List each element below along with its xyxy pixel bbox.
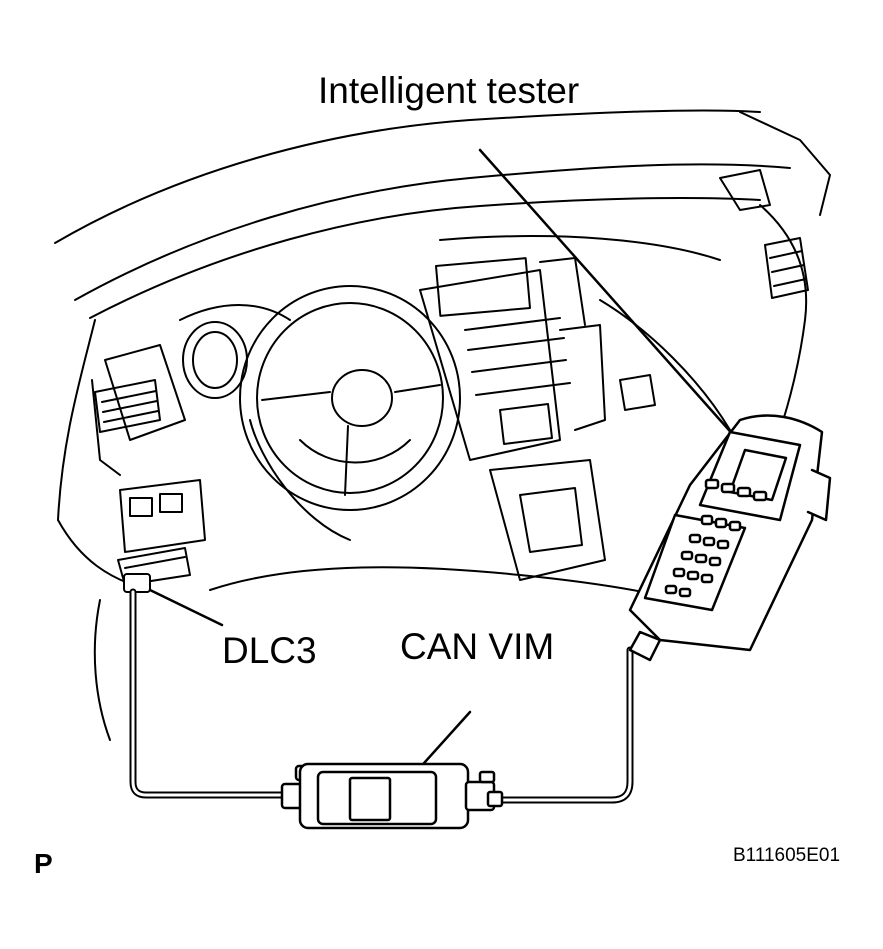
view-mark-label: P [34, 848, 53, 879]
lower-dash-panel [117, 479, 206, 586]
can-vim-label: CAN VIM [400, 626, 555, 667]
instrument-cluster [179, 304, 291, 399]
cable-vim-tester [496, 646, 634, 804]
can-vim-module [280, 762, 504, 830]
center-console [419, 257, 606, 461]
dashboard-outline [54, 109, 831, 741]
dlc3-plug [123, 573, 151, 593]
steering-wheel [239, 285, 461, 511]
air-vents [94, 237, 809, 433]
intelligent-tester-device [628, 414, 832, 662]
cable-dlc3-vim [129, 588, 286, 799]
dlc3-label: DLC3 [222, 630, 317, 671]
intelligent-tester-label: Intelligent tester [318, 70, 580, 111]
leader-line-dlc3 [148, 588, 224, 627]
leader-line-tester [478, 148, 762, 467]
figure-code-label: B111605E01 [733, 845, 841, 866]
